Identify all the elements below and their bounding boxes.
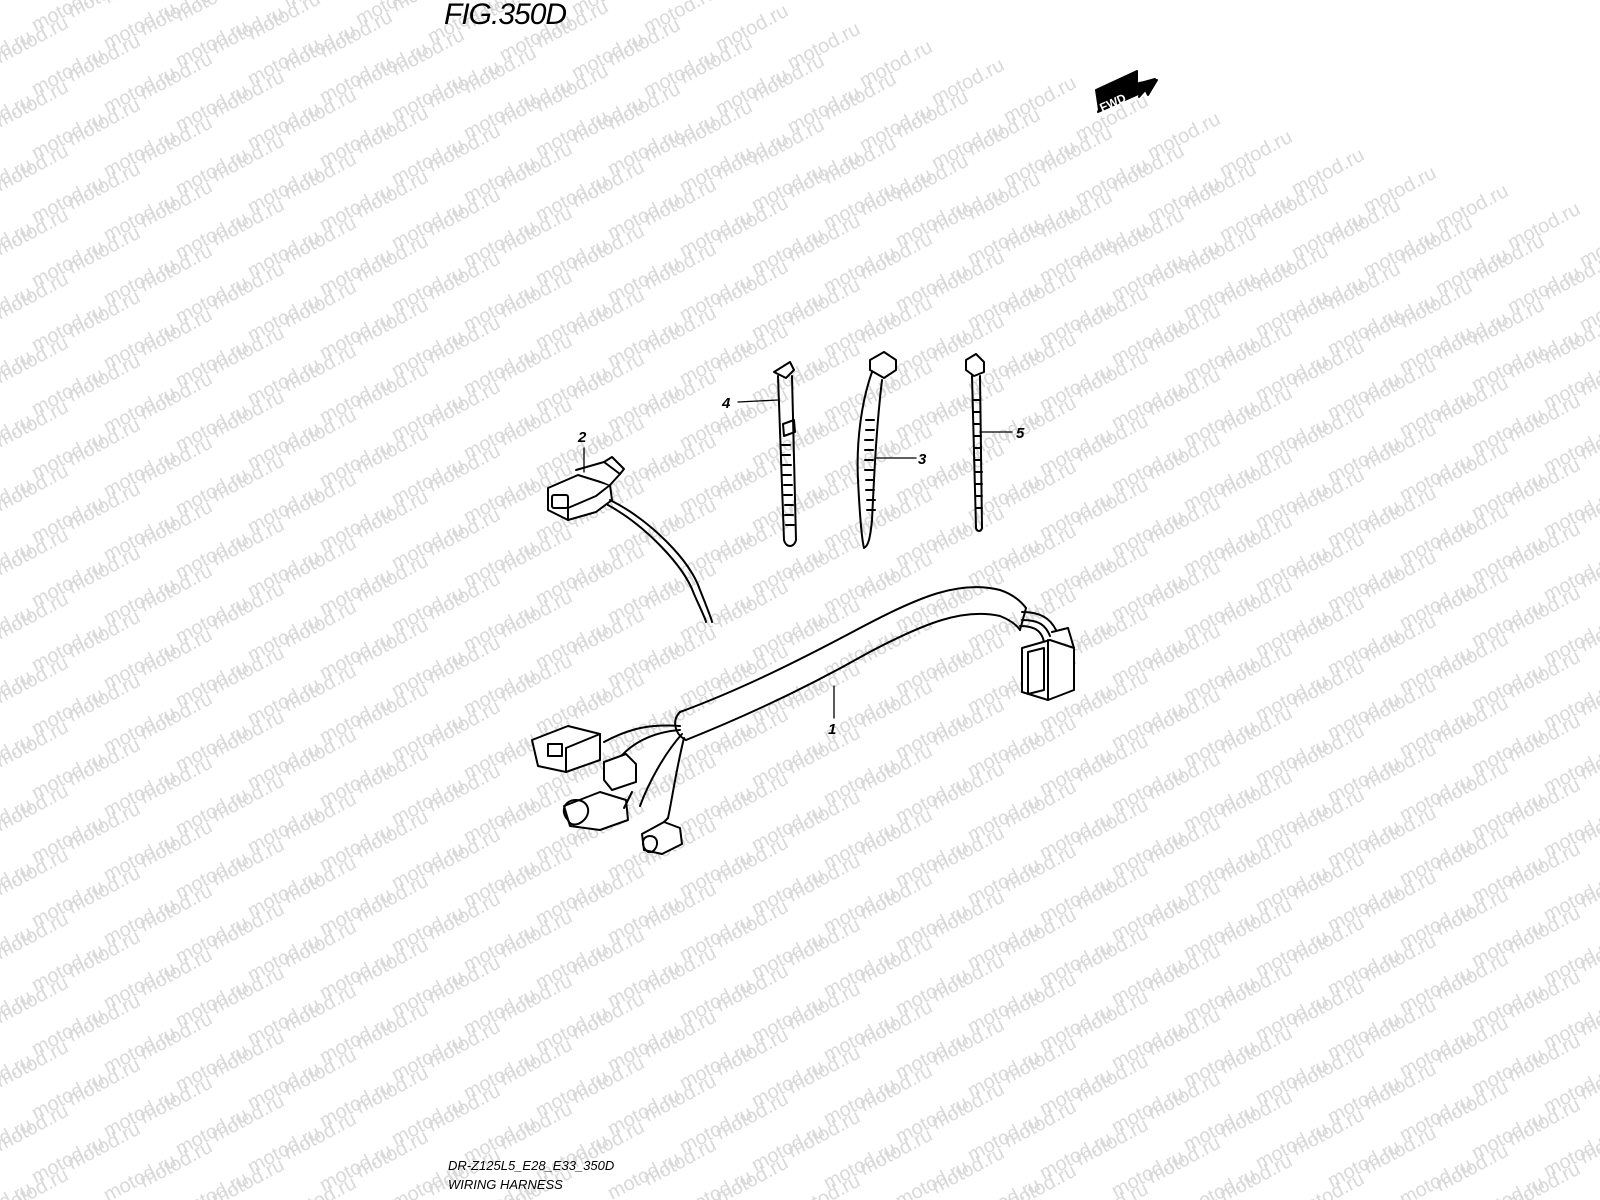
fwd-arrow-icon: [1095, 70, 1158, 113]
wide-clamp-band-icon: [773, 361, 797, 547]
connector-with-lead-icon: [547, 456, 713, 623]
figure-title: FIG.350D: [444, 0, 567, 31]
leader-lines: [583, 399, 1013, 719]
wiring-harness-icon: [531, 586, 1075, 855]
clamp-band-icon: [856, 351, 897, 549]
cable-tie-icon: [965, 353, 985, 532]
callout-part-4: 4: [721, 395, 731, 412]
drawing-name: WIRING HARNESS: [448, 1177, 563, 1192]
callout-part-1: 1: [828, 721, 836, 738]
callout-part-3: 3: [918, 451, 927, 468]
drawing-code: DR-Z125L5_E28_E33_350D: [448, 1158, 615, 1173]
callout-part-2: 2: [577, 429, 587, 446]
callout-part-5: 5: [1016, 425, 1025, 442]
